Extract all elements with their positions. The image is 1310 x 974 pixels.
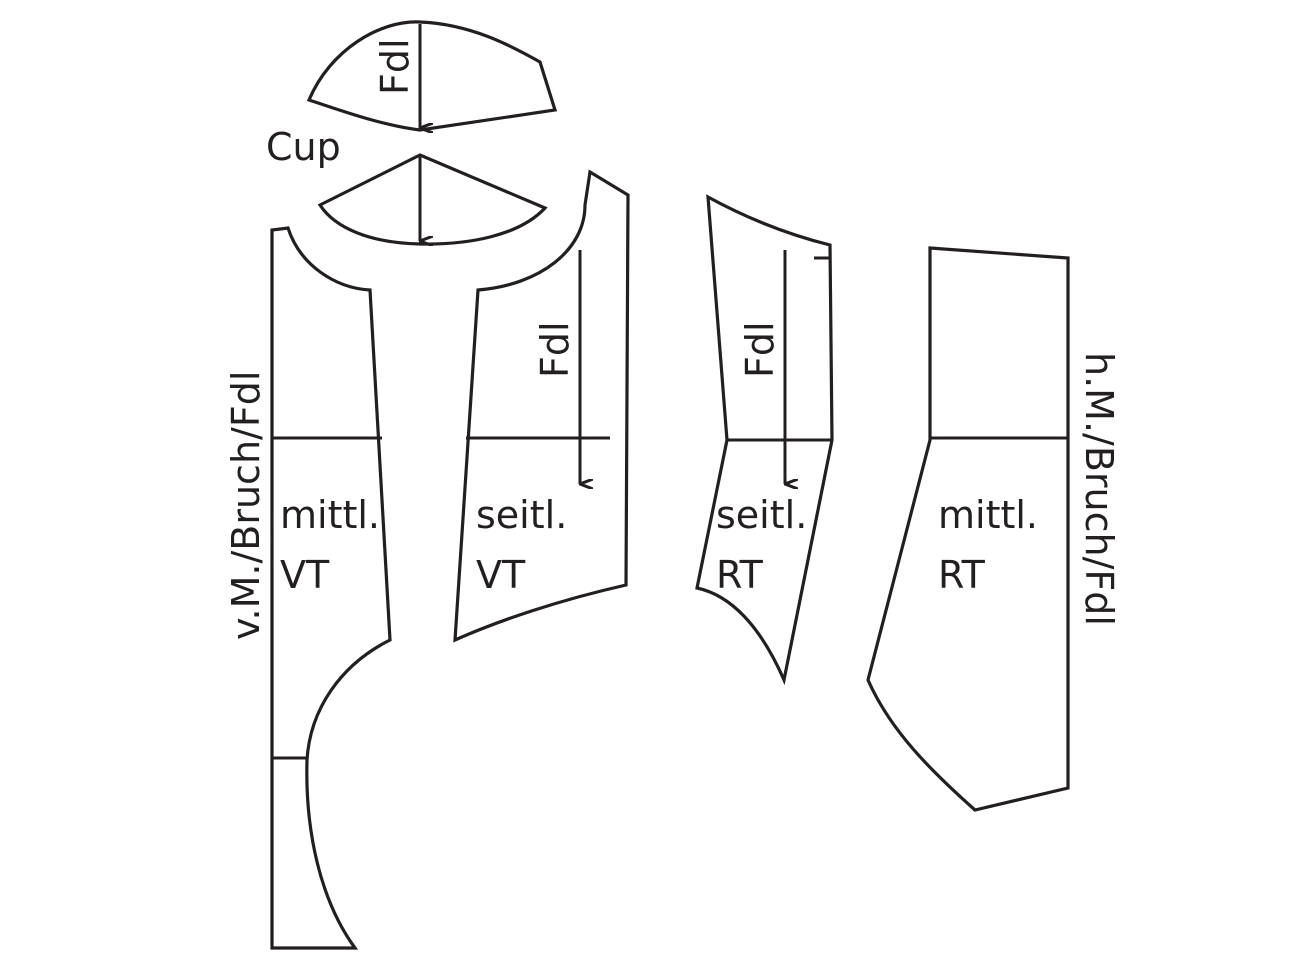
grain-label: Fdl bbox=[533, 321, 577, 378]
piece-label-line2: RT bbox=[938, 553, 986, 597]
cup-lower-piece bbox=[317, 153, 548, 244]
side-back-piece: Fdl seitl. RT bbox=[695, 194, 834, 686]
center-front-piece: mittl. VT v.M./Bruch/Fdl bbox=[224, 226, 392, 950]
grain-label: Fdl bbox=[373, 38, 417, 95]
piece-label-line2: RT bbox=[716, 553, 764, 597]
center-back-label: h.M./Bruch/Fdl bbox=[1077, 352, 1121, 626]
piece-label-line1: mittl. bbox=[280, 493, 380, 537]
piece-label-line1: seitl. bbox=[476, 493, 567, 537]
piece-label-line2: VT bbox=[476, 553, 526, 597]
cup-label: Cup bbox=[266, 125, 341, 169]
piece-label-line2: VT bbox=[280, 553, 330, 597]
grain-label: Fdl bbox=[738, 321, 782, 378]
piece-label-line1: seitl. bbox=[716, 493, 807, 537]
center-front-label: v.M./Bruch/Fdl bbox=[224, 371, 268, 640]
center-back-piece: mittl. RT h.M./Bruch/Fdl bbox=[866, 246, 1121, 812]
cup-upper-piece: Fdl bbox=[306, 20, 558, 130]
side-front-piece: Fdl seitl. VT bbox=[453, 169, 630, 643]
piece-label-line1: mittl. bbox=[938, 493, 1038, 537]
